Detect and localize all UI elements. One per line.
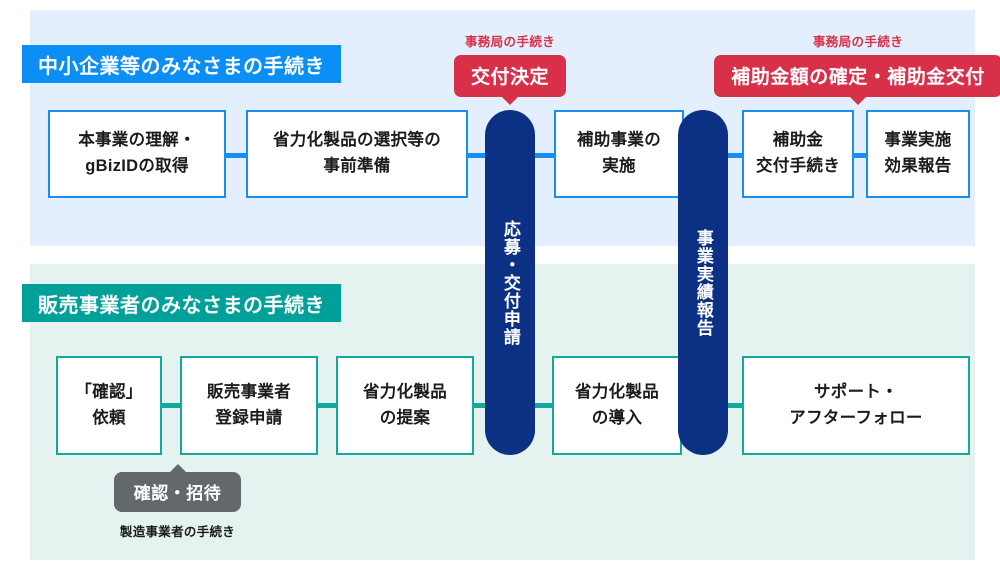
connector-upper-2-pill1 — [466, 153, 492, 158]
lower-step-3-line2: の提案 — [379, 408, 431, 427]
manufacturer-note: 確認・招待 製造事業者の手続き — [113, 472, 242, 540]
lower-step-5-line1: サポート・ — [814, 382, 898, 401]
callout-grant-payment-kicker: 事務局の手続き — [812, 35, 904, 49]
upper-step-1-line1: 本事業の理解・ — [78, 131, 196, 150]
section-header-vendor: 販売事業者のみなさまの手続き — [22, 284, 341, 322]
upper-step-3[interactable]: 補助事業の 実施 — [554, 110, 684, 198]
lower-step-3-line1: 省力化製品 — [363, 382, 447, 401]
manufacturer-note-caption: 製造事業者の手続き — [119, 525, 236, 539]
upper-step-3-line1: 補助事業の — [577, 131, 661, 150]
lower-step-1-line2: 依頼 — [92, 408, 126, 427]
upper-step-1[interactable]: 本事業の理解・ gBizIDの取得 — [48, 110, 226, 198]
connector-lower-pill1-4 — [530, 403, 554, 408]
upper-step-2[interactable]: 省力化製品の選択等の 事前準備 — [246, 110, 468, 198]
connector-upper-pill2-4 — [718, 153, 744, 158]
upper-step-5[interactable]: 事業実施 効果報告 — [866, 110, 970, 198]
lower-step-4[interactable]: 省力化製品 の導入 — [552, 356, 682, 455]
upper-step-4-line2: 交付手続き — [756, 157, 840, 175]
connector-lower-2-3 — [316, 403, 338, 408]
upper-step-4-line1: 補助金 — [772, 131, 824, 150]
connector-upper-4-5 — [852, 153, 876, 158]
upper-step-2-line2: 事前準備 — [323, 157, 391, 175]
upper-step-2-line1: 省力化製品の選択等の — [273, 131, 441, 150]
connector-upper-pill1-3 — [530, 153, 556, 158]
pill-application[interactable]: 応募・交付申請 — [485, 110, 535, 455]
upper-step-5-line1: 事業実施 — [884, 131, 952, 150]
connector-lower-1-2 — [160, 403, 182, 408]
connector-lower-3-pill1 — [472, 403, 494, 408]
lower-step-3[interactable]: 省力化製品 の提案 — [336, 356, 474, 455]
connector-lower-pill2-5 — [718, 403, 744, 408]
lower-step-2-line1: 販売事業者 — [207, 382, 291, 401]
lower-step-4-line1: 省力化製品 — [575, 382, 659, 401]
lower-step-2[interactable]: 販売事業者 登録申請 — [180, 356, 318, 455]
pill-performance-report[interactable]: 事業実績報告 — [678, 110, 728, 455]
upper-step-4[interactable]: 補助金 交付手続き — [742, 110, 854, 198]
callout-grant-decision: 事務局の手続き 交付決定 — [454, 31, 567, 97]
upper-step-3-line2: 実施 — [602, 157, 636, 175]
section-header-sme: 中小企業等のみなさまの手続き — [22, 45, 341, 83]
lower-step-1[interactable]: 「確認」 依頼 — [56, 356, 162, 455]
lower-step-4-line2: の導入 — [591, 408, 643, 427]
pill-application-label: 応募・交付申請 — [500, 219, 520, 346]
callout-grant-decision-label[interactable]: 交付決定 — [454, 55, 567, 97]
callout-grant-decision-kicker: 事務局の手続き — [464, 35, 556, 49]
lower-step-1-line1: 「確認」 — [75, 382, 143, 401]
connector-upper-1-2 — [224, 153, 248, 158]
callout-grant-payment-label[interactable]: 補助金額の確定・補助金交付 — [714, 55, 1000, 97]
lower-step-5-line2: アフターフォロー — [789, 408, 923, 427]
pill-performance-report-label: 事業実績報告 — [693, 228, 713, 337]
callout-grant-payment: 事務局の手続き 補助金額の確定・補助金交付 — [714, 31, 1000, 97]
lower-step-5[interactable]: サポート・ アフターフォロー — [742, 356, 970, 455]
upper-step-1-line2: gBizIDの取得 — [85, 157, 189, 175]
manufacturer-note-box[interactable]: 確認・招待 — [113, 472, 242, 512]
upper-step-5-line2: 効果報告 — [884, 157, 952, 175]
lower-step-2-line2: 登録申請 — [215, 408, 283, 427]
